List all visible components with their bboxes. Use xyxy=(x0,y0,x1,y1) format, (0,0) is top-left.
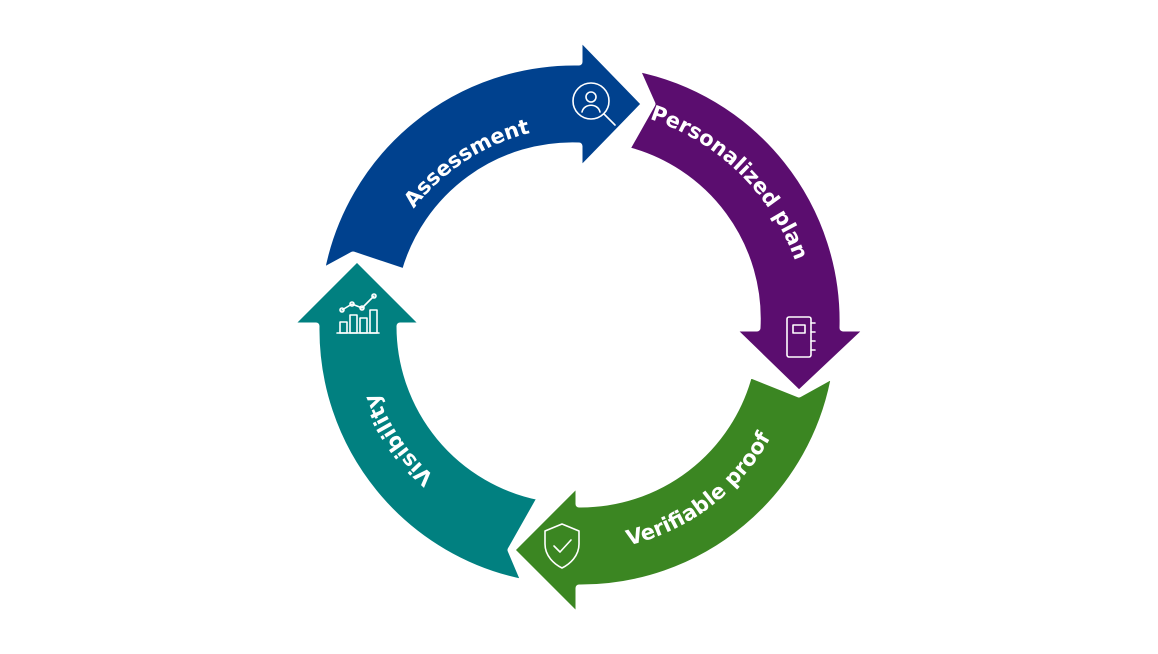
arrow-visibility xyxy=(285,254,545,587)
segment-assessment: Assessment xyxy=(317,32,649,276)
arrow-assessment xyxy=(317,32,649,276)
chart-icon xyxy=(336,293,380,334)
segment-personalized-plan: Personalized plan xyxy=(622,64,873,398)
notebook-icon xyxy=(786,316,816,358)
segment-verifiable-proof: Verifiable proof xyxy=(507,370,839,622)
search-person-icon xyxy=(572,82,616,126)
arrow-verifiable-proof xyxy=(507,370,839,622)
segment-visibility: Visibility xyxy=(285,254,545,587)
arrow-personalized-plan xyxy=(622,64,873,398)
shield-check-icon xyxy=(544,523,580,569)
